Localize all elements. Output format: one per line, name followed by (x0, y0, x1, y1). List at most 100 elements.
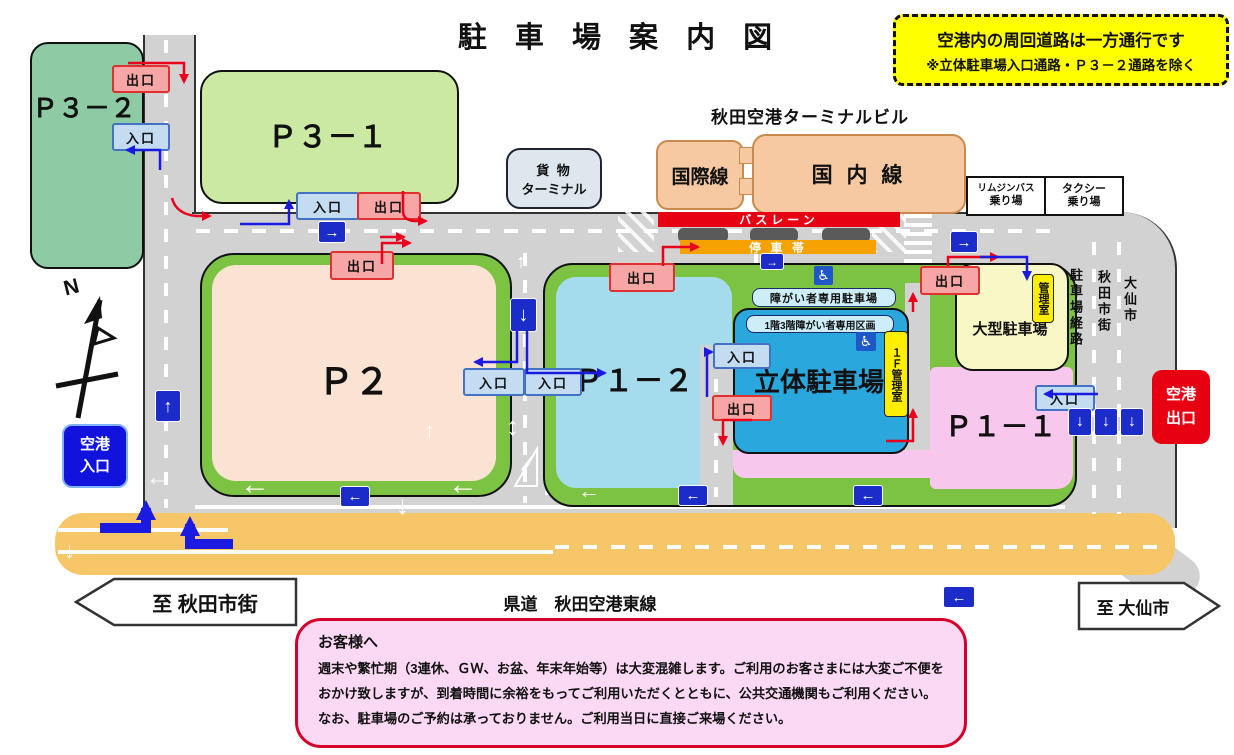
entrance-text: 入口 (726, 349, 757, 365)
arrow-down-icon: ↓ (396, 490, 409, 520)
page-title: 駐 車 場 案 内 図 (457, 22, 783, 54)
arrow-left-icon: ← (240, 468, 270, 501)
one-way-left-sign: ← (678, 485, 708, 506)
road-arrow-left: ← (146, 466, 170, 490)
arrow-down-icon: ↓ (64, 538, 75, 563)
prefectural-road (55, 513, 1175, 575)
office-label: 管理室 (1032, 274, 1054, 323)
lane-label-akita-city: 秋田市街 (1094, 270, 1113, 334)
disabled-parking-label: 障がい者専用駐車場 (752, 288, 896, 307)
one-way-notice-line1: 空港内の周回道路は一方通行です (937, 31, 1185, 50)
arrow-up-icon: ↑ (163, 396, 173, 416)
parking-lot-p3-2-label: Ｐ３－２ (31, 93, 136, 123)
entrance-text: 入口 (312, 199, 343, 215)
customer-notice-heading: お客様へ (318, 634, 379, 651)
tan-road-line (58, 550, 553, 554)
stopping-zone-label: 停 車 帯 (749, 240, 807, 255)
arrow-down-icon: ↓ (1102, 413, 1110, 430)
gate-exit-p3-2: 出口 (112, 65, 170, 93)
parking-lot-p2-label: Ｐ２ (317, 361, 390, 402)
gate-entrance-p3-1: 入口 (296, 192, 360, 220)
limousine-bus-stop-label2: 乗り場 (989, 195, 1023, 208)
daisen-city-text: 大仙市 (1122, 276, 1137, 324)
crosswalk (904, 214, 932, 268)
wheelchair-glyph: ♿ (817, 267, 830, 283)
cargo-terminal-label1: 貨 物 (536, 162, 572, 178)
international-terminal: 国際線 (656, 140, 744, 210)
bus-stop-block (822, 228, 870, 242)
lane-dash (1117, 242, 1121, 514)
parking-lot-p1-1-label: Ｐ１－１ (944, 411, 1057, 442)
airport-entrance-line2: 入口 (79, 458, 110, 475)
office-1f-label: １Ｆ管理室 (884, 331, 908, 417)
stopping-zone-bar: 停 車 帯 (680, 240, 876, 255)
road-arrow-down: ↓ (64, 540, 75, 562)
road-arrow-updown: ↕ (506, 413, 519, 439)
airport-entrance-badge: 空港 入口 (62, 424, 128, 488)
bus-stop-block (678, 228, 728, 242)
left-perimeter-road (143, 35, 196, 513)
tan-road-line (58, 528, 228, 532)
airport-entrance-line1: 空港 (79, 435, 110, 453)
one-way-left-sign: ← (340, 486, 370, 507)
road-arrow-up: ↑ (516, 252, 526, 272)
one-way-down-sign: ↓ (1120, 408, 1144, 436)
arrow-up-icon: ↑ (516, 251, 526, 273)
lane-label-parking-route: 駐車場経路 (1066, 268, 1085, 348)
airport-exit-line1: 空港 (1165, 386, 1196, 403)
bus-stop-block (750, 228, 798, 242)
taxi-stand: タクシー 乗り場 (1044, 176, 1124, 216)
arrow-right-icon: → (956, 233, 972, 251)
exit-text: 出口 (726, 401, 757, 417)
parking-lot-p2 (212, 265, 496, 481)
wheelchair-icon: ♿ (814, 266, 833, 285)
arrow-down-icon: ↓ (1076, 413, 1084, 430)
domestic-terminal: 国 内 線 (752, 134, 966, 214)
limousine-bus-stop: リムジンバス 乗り場 (966, 176, 1046, 216)
lane-dash (1092, 242, 1096, 514)
arrow-right-icon: → (324, 223, 340, 241)
one-way-notice: 空港内の周回道路は一方通行です ※立体駐車場入口通路・Ｐ３－２通路を除く (893, 14, 1229, 86)
gate-entrance-p2: 入口 (463, 368, 525, 396)
gate-exit-multistory: 出口 (712, 395, 772, 421)
road-arrow-down: ↓ (396, 492, 409, 518)
wheelchair-glyph: ♿ (859, 333, 873, 349)
limousine-bus-stop-label1: リムジンバス (977, 183, 1035, 195)
one-way-up-sign: ↑ (155, 390, 181, 422)
road-arrow-up: ↑ (424, 420, 435, 442)
lane-label-daisen-city: 大仙市 (1120, 276, 1139, 324)
road-arrow-left: ← (240, 470, 270, 500)
arrow-left-icon: ← (578, 478, 600, 503)
arrow-left-icon: ← (860, 487, 876, 504)
tan-road-dash (555, 545, 1167, 549)
terminal-name-label: 秋田空港ターミナルビル (711, 108, 909, 127)
bus-lane-bar: バスレーン (658, 212, 900, 227)
gate-entrance-p1-2: 入口 (524, 368, 582, 396)
arrow-left-icon: ← (448, 468, 478, 501)
exit-text: 出口 (626, 271, 657, 286)
large-vehicle-parking-label: 大型駐車場 (972, 321, 1048, 338)
airport-exit-badge: 空港 出口 (1152, 370, 1210, 444)
customer-notice-line3: なお、駐車場のご予約は承っておりません。ご利用当日に直接ご来場ください。 (318, 711, 792, 727)
prefectural-road-label: 県道 秋田空港東線 (503, 595, 657, 614)
entrance-text: 入口 (1049, 391, 1080, 407)
road-arrow-left: ← (448, 470, 478, 500)
one-way-down-sign: ↓ (1094, 408, 1118, 436)
arrow-up-icon: ↑ (424, 418, 435, 443)
entrance-text: 入口 (537, 375, 568, 391)
customer-notice-line2: おかけ致しますが、到着時間に余裕をもってご利用いただくとともに、公共交通機関もご… (318, 686, 937, 702)
lane-dash (164, 40, 168, 508)
one-way-left-sign: ← (943, 586, 975, 608)
arrow-left-icon: ← (951, 588, 967, 606)
exit-text: 出口 (346, 259, 377, 274)
cargo-terminal-label2: ターミナル (521, 181, 587, 197)
to-akita-arrow: 至 秋田市街 (72, 576, 300, 628)
road-edge-line (195, 505, 1065, 509)
disabled-section-text: 1階3階障がい者専用区画 (764, 320, 876, 332)
one-way-down-sign: ↓ (1068, 408, 1092, 436)
right-direction-arrow-shape (1077, 581, 1222, 631)
arrow-down-icon: ↓ (1128, 413, 1136, 430)
cargo-terminal: 貨 物 ターミナル (506, 148, 602, 209)
airport-exit-line2: 出口 (1165, 410, 1196, 427)
exit-text: 出口 (125, 72, 156, 88)
